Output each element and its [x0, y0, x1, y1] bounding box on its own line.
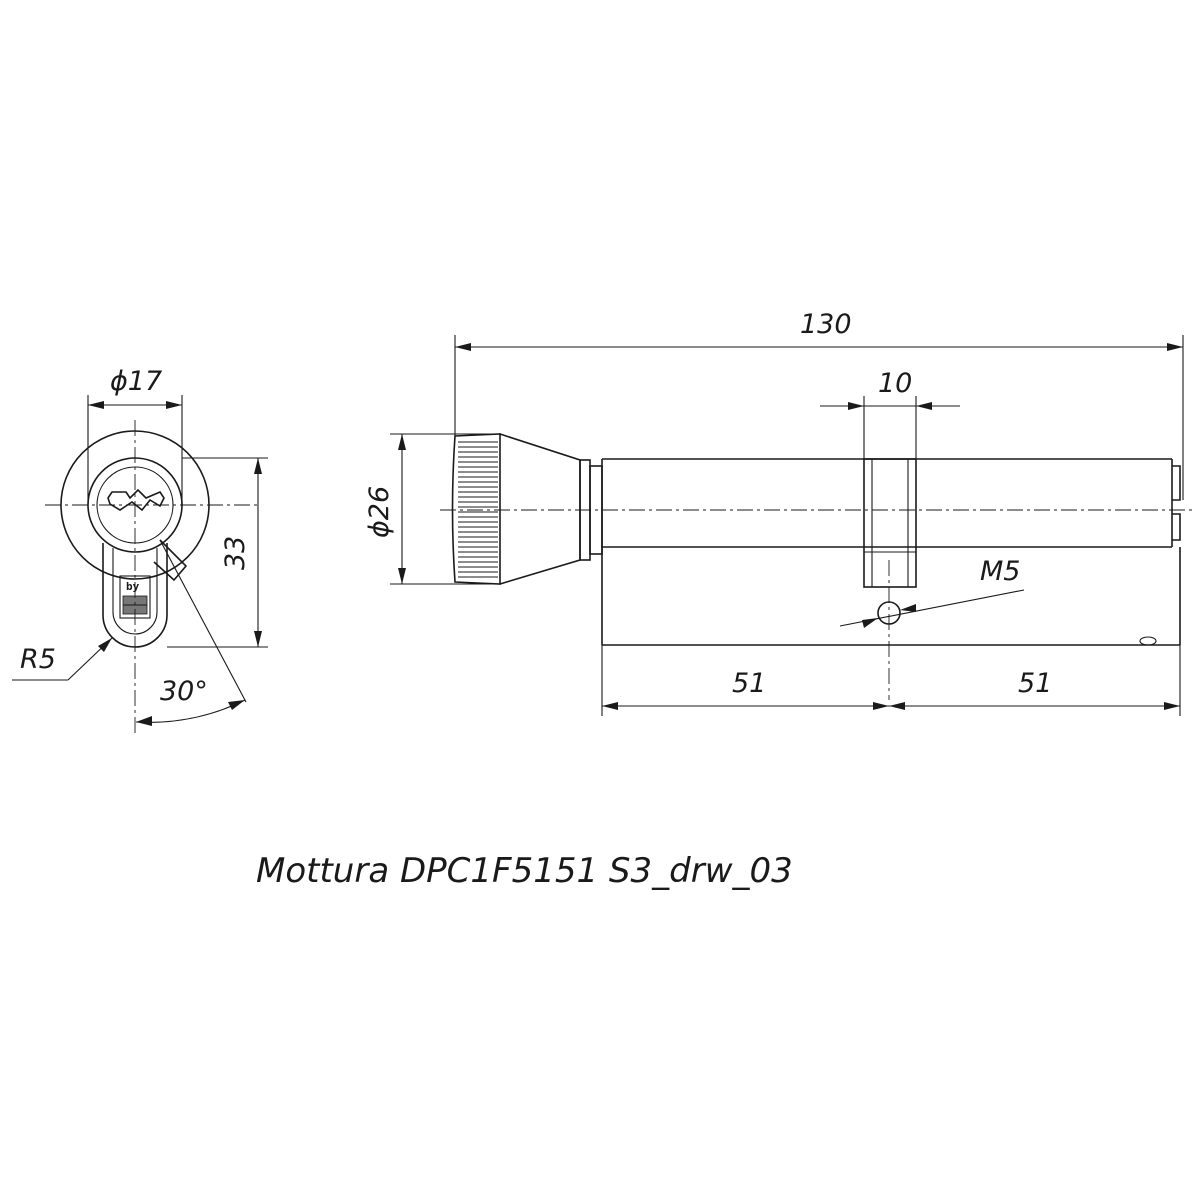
dim10-arrow-right — [916, 402, 932, 410]
keyway-icon — [107, 488, 165, 512]
dim10-arrow-left — [848, 402, 864, 410]
profile-end-view: by ϕ17 33 R5 30° — [12, 366, 268, 735]
dim51b-arrow-left — [889, 702, 905, 710]
dim33-arrow-top — [254, 458, 262, 474]
dim51-right-label: 51 — [1018, 668, 1052, 699]
knob-cone — [499, 433, 581, 585]
dim130-label: 130 — [800, 309, 852, 340]
angle-arrow-right — [228, 700, 245, 710]
angle-arrow-left — [136, 716, 152, 726]
angle-ray — [159, 539, 247, 703]
drawing-caption: Mottura DPC1F5151 S3_drw_03 — [256, 851, 793, 891]
dim33-label: 33 — [220, 536, 251, 570]
knurl-lines — [458, 441, 498, 578]
dim26-label: ϕ26 — [364, 486, 395, 538]
knurled-knob — [451, 433, 501, 585]
cam-lobe — [153, 539, 188, 582]
dim10-label: 10 — [878, 368, 912, 399]
dim130-arrow-right — [1167, 343, 1183, 351]
angle-label: 30° — [160, 676, 208, 707]
dim51b-arrow-right — [1164, 702, 1180, 710]
profile-mark-text: by — [126, 580, 140, 593]
profile-lower-inner — [112, 548, 158, 635]
dim51a-arrow-right — [873, 702, 889, 710]
dim51-left-label: 51 — [732, 668, 766, 699]
dim51a-arrow-left — [602, 702, 618, 710]
dim26-arrow-bottom — [398, 568, 406, 584]
cam-slot — [863, 458, 917, 588]
r5-arrow — [98, 638, 112, 652]
m5-arrow-right — [900, 604, 916, 612]
r5-label: R5 — [20, 644, 56, 675]
pin-mark — [1139, 636, 1157, 646]
dim17-arrow-left — [88, 401, 104, 409]
dim130-arrow-left — [455, 343, 471, 351]
dim17-label: ϕ17 — [110, 366, 162, 397]
cylinder-side-view: M5 130 10 ϕ26 51 51 — [364, 309, 1195, 716]
dim17-arrow-right — [166, 401, 182, 409]
dim33-arrow-bottom — [254, 631, 262, 647]
end-stub-bottom — [1172, 513, 1181, 541]
m5-arrow-left — [862, 618, 878, 628]
end-stub-top — [1172, 465, 1181, 501]
m5-label: M5 — [980, 556, 1020, 587]
dim26-arrow-top — [398, 434, 406, 450]
